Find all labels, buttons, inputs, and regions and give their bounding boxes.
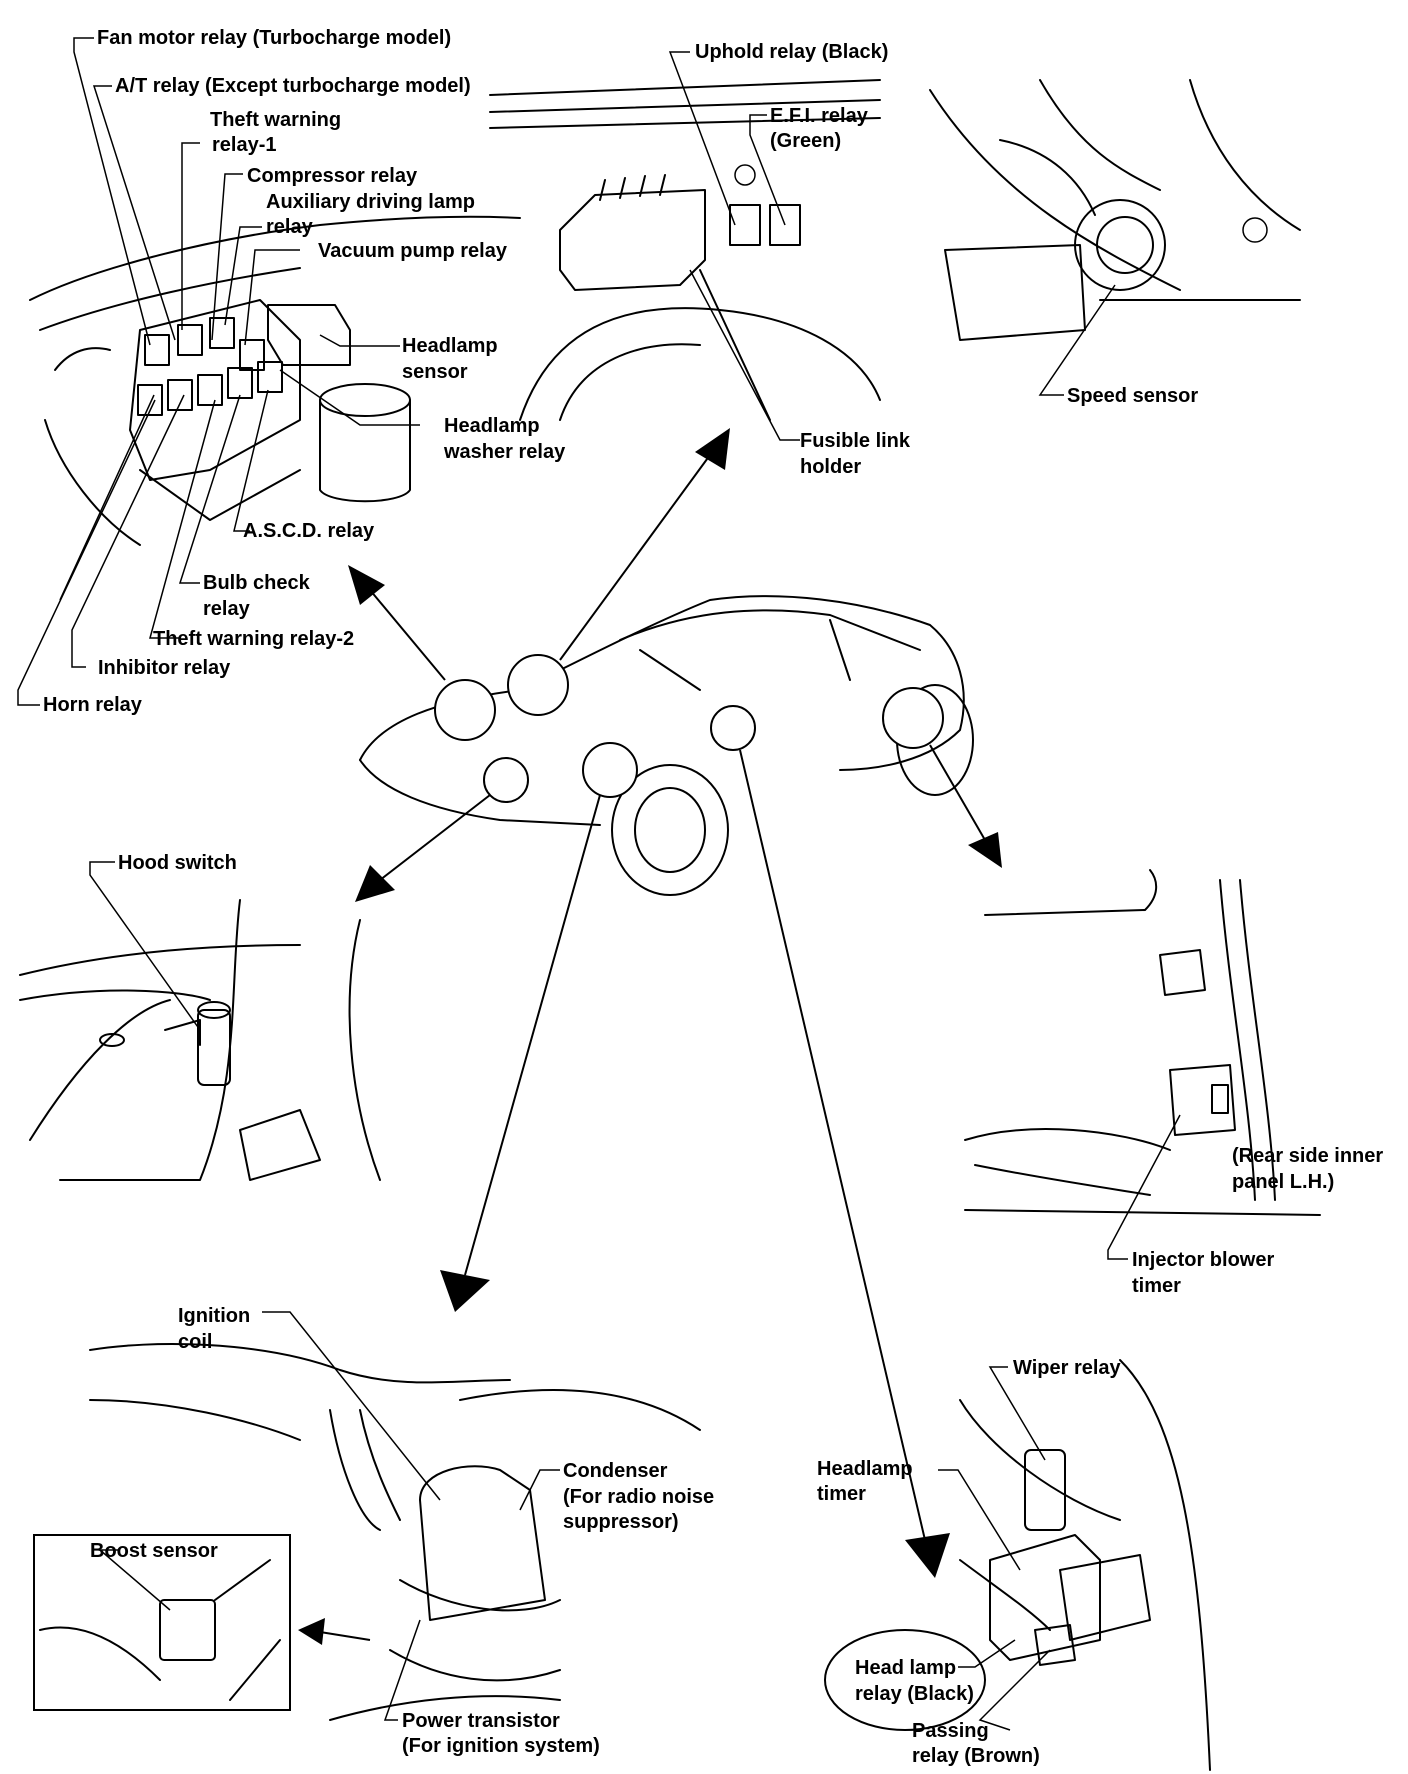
location-circle-rear	[882, 687, 944, 749]
location-circle-ignition	[582, 742, 638, 798]
label-condenser-line1: Condenser	[563, 1460, 668, 1482]
label-condenser-line3: suppressor)	[563, 1511, 679, 1533]
label-headlamp-washer-relay-line2: washer relay	[443, 441, 566, 463]
location-circle-wiper	[710, 705, 756, 751]
leader-lines	[17, 37, 1181, 1731]
location-arrows	[348, 428, 1002, 1578]
label-speed-sensor: Speed sensor	[1067, 385, 1198, 407]
label-headlamp-sensor-line2: sensor	[402, 361, 468, 383]
location-circle-fusible-link	[507, 654, 569, 716]
label-head-lamp-relay-line1: Head lamp	[855, 1657, 956, 1679]
label-uphold-relay: Uphold relay (Black)	[695, 41, 888, 63]
label-horn-relay: Horn relay	[43, 694, 143, 716]
label-ascd-relay: A.S.C.D. relay	[243, 520, 375, 542]
label-aux-lamp-relay-line1: Auxiliary driving lamp	[266, 191, 475, 213]
label-ignition-coil-line1: Ignition	[178, 1305, 250, 1327]
label-ignition-coil-line2: coil	[178, 1331, 212, 1353]
label-rear-panel-line2: panel L.H.)	[1232, 1171, 1334, 1193]
label-bulb-check-relay-line2: relay	[203, 598, 251, 620]
label-rear-panel-line1: (Rear side inner	[1232, 1145, 1383, 1167]
label-boost-sensor: Boost sensor	[90, 1540, 218, 1562]
label-passing-relay-line2: relay (Brown)	[912, 1745, 1040, 1767]
ignition-illustration	[33, 1343, 701, 1721]
label-headlamp-washer-relay-line1: Headlamp	[444, 415, 540, 437]
fusible-link-illustration	[489, 79, 881, 421]
label-at-relay: A/T relay (Except turbocharge model)	[115, 75, 471, 97]
label-power-transistor-line1: Power transistor	[402, 1710, 560, 1732]
label-passing-relay-line1: Passing	[912, 1720, 989, 1742]
label-theft-warning-relay-1-line1: Theft warning	[210, 109, 341, 131]
label-bulb-check-relay-line1: Bulb check	[203, 572, 311, 594]
car-illustration	[359, 595, 974, 896]
label-power-transistor-line2: (For ignition system)	[402, 1735, 600, 1757]
label-inhibitor-relay: Inhibitor relay	[98, 657, 231, 679]
hood-switch-illustration	[19, 899, 381, 1181]
label-condenser-line2: (For radio noise	[563, 1486, 714, 1508]
location-circle-relay-box	[434, 679, 496, 741]
label-injector-blower-timer-line2: timer	[1132, 1275, 1181, 1297]
label-head-lamp-relay-line2: relay (Black)	[855, 1683, 974, 1705]
label-wiper-relay: Wiper relay	[1013, 1357, 1122, 1379]
label-headlamp-timer-line1: Headlamp	[817, 1458, 913, 1480]
wiper-relay-illustration	[824, 1359, 1211, 1771]
label-fusible-link-holder-line1: Fusible link	[800, 430, 911, 452]
speed-sensor-illustration	[929, 79, 1301, 341]
label-aux-lamp-relay-line2: relay	[266, 216, 314, 238]
label-fusible-link-holder-line2: holder	[800, 456, 861, 478]
rear-panel-illustration	[964, 869, 1321, 1216]
label-fan-motor-relay: Fan motor relay (Turbocharge model)	[97, 27, 451, 49]
label-efi-relay-line1: E.F.I. relay	[770, 105, 869, 127]
location-circle-hood-switch	[483, 757, 529, 803]
label-theft-warning-relay-1-line2: relay-1	[212, 134, 277, 156]
label-headlamp-sensor-line1: Headlamp	[402, 335, 498, 357]
label-injector-blower-timer-line1: Injector blower	[1132, 1249, 1274, 1271]
label-vacuum-pump-relay: Vacuum pump relay	[318, 240, 508, 262]
label-hood-switch: Hood switch	[118, 852, 237, 874]
labels: Fan motor relay (Turbocharge model) A/T …	[43, 27, 1383, 1767]
label-headlamp-timer-line2: timer	[817, 1483, 866, 1505]
label-compressor-relay: Compressor relay	[247, 165, 418, 187]
label-theft-warning-relay-2: Theft warning relay-2	[153, 628, 354, 650]
label-efi-relay-line2: (Green)	[770, 130, 841, 152]
boost-sensor-inset	[33, 1534, 291, 1711]
